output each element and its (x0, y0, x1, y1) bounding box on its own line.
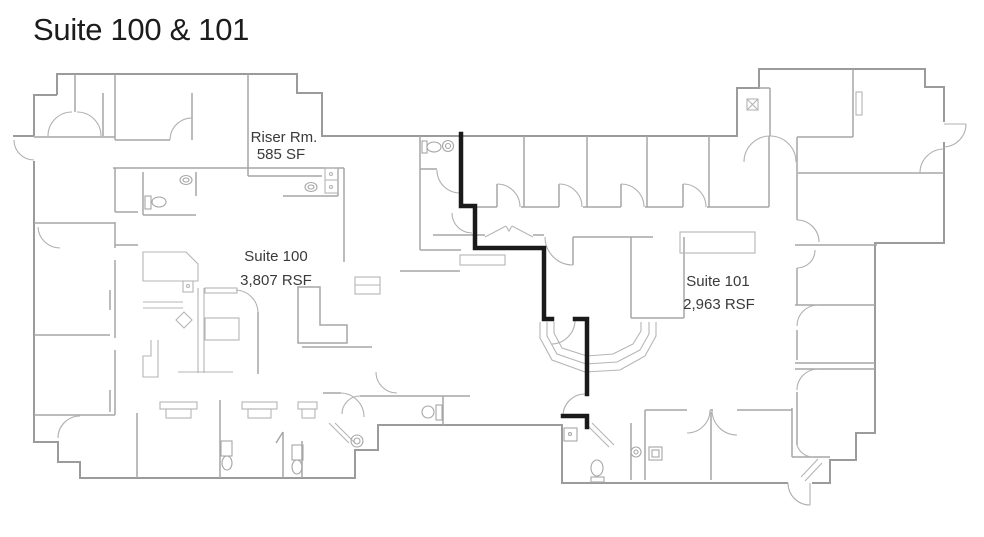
fixtures (144, 139, 663, 483)
toilet-icon (291, 444, 304, 475)
toilet-icon (421, 404, 443, 421)
sink-icon (350, 434, 364, 448)
electrical-box-icon (746, 98, 759, 111)
cabinet-icon (354, 276, 381, 295)
building-outline (13, 68, 945, 484)
office-row-walls (461, 136, 770, 208)
angled-door-icon (800, 458, 823, 482)
suite-101-area: 2,963 RSF (683, 296, 755, 313)
angled-door-icon (586, 422, 615, 448)
door-arc-icons (13, 111, 967, 506)
toilet-icon (220, 440, 233, 471)
kitchen-counter-icon (324, 167, 339, 194)
sink-icon (179, 174, 193, 186)
reception-desk-icon (539, 322, 657, 373)
suite-100-area: 3,807 RSF (240, 272, 312, 289)
suite-101-walls (572, 69, 944, 480)
sink-icon (304, 181, 318, 193)
suite-100-label: Suite 100 (244, 248, 307, 265)
suite-101-label: Suite 101 (686, 273, 749, 290)
toilet-icon (590, 459, 605, 483)
conference-table-icon (679, 231, 756, 254)
page-title: Suite 100 & 101 (33, 12, 250, 47)
riser-room-label: Riser Rm. (251, 129, 318, 146)
riser-room-area: 585 SF (257, 146, 305, 163)
reception-counter-icon (459, 254, 506, 266)
workstation-cluster (142, 251, 240, 378)
toilet-icon (144, 195, 167, 210)
demising-wall (458, 131, 590, 430)
wall-niches (159, 401, 318, 419)
sink-icon (563, 427, 578, 442)
furniture (142, 91, 863, 482)
column-icon (855, 91, 863, 116)
sink-icon (630, 446, 642, 458)
sink-icon (441, 139, 455, 153)
toilet-icon (421, 140, 442, 154)
reception-window-icon (484, 225, 534, 238)
wall-box-icon (648, 446, 663, 461)
room-labels: Riser Rm. 585 SF Suite 100 3,807 RSF Sui… (240, 129, 755, 313)
